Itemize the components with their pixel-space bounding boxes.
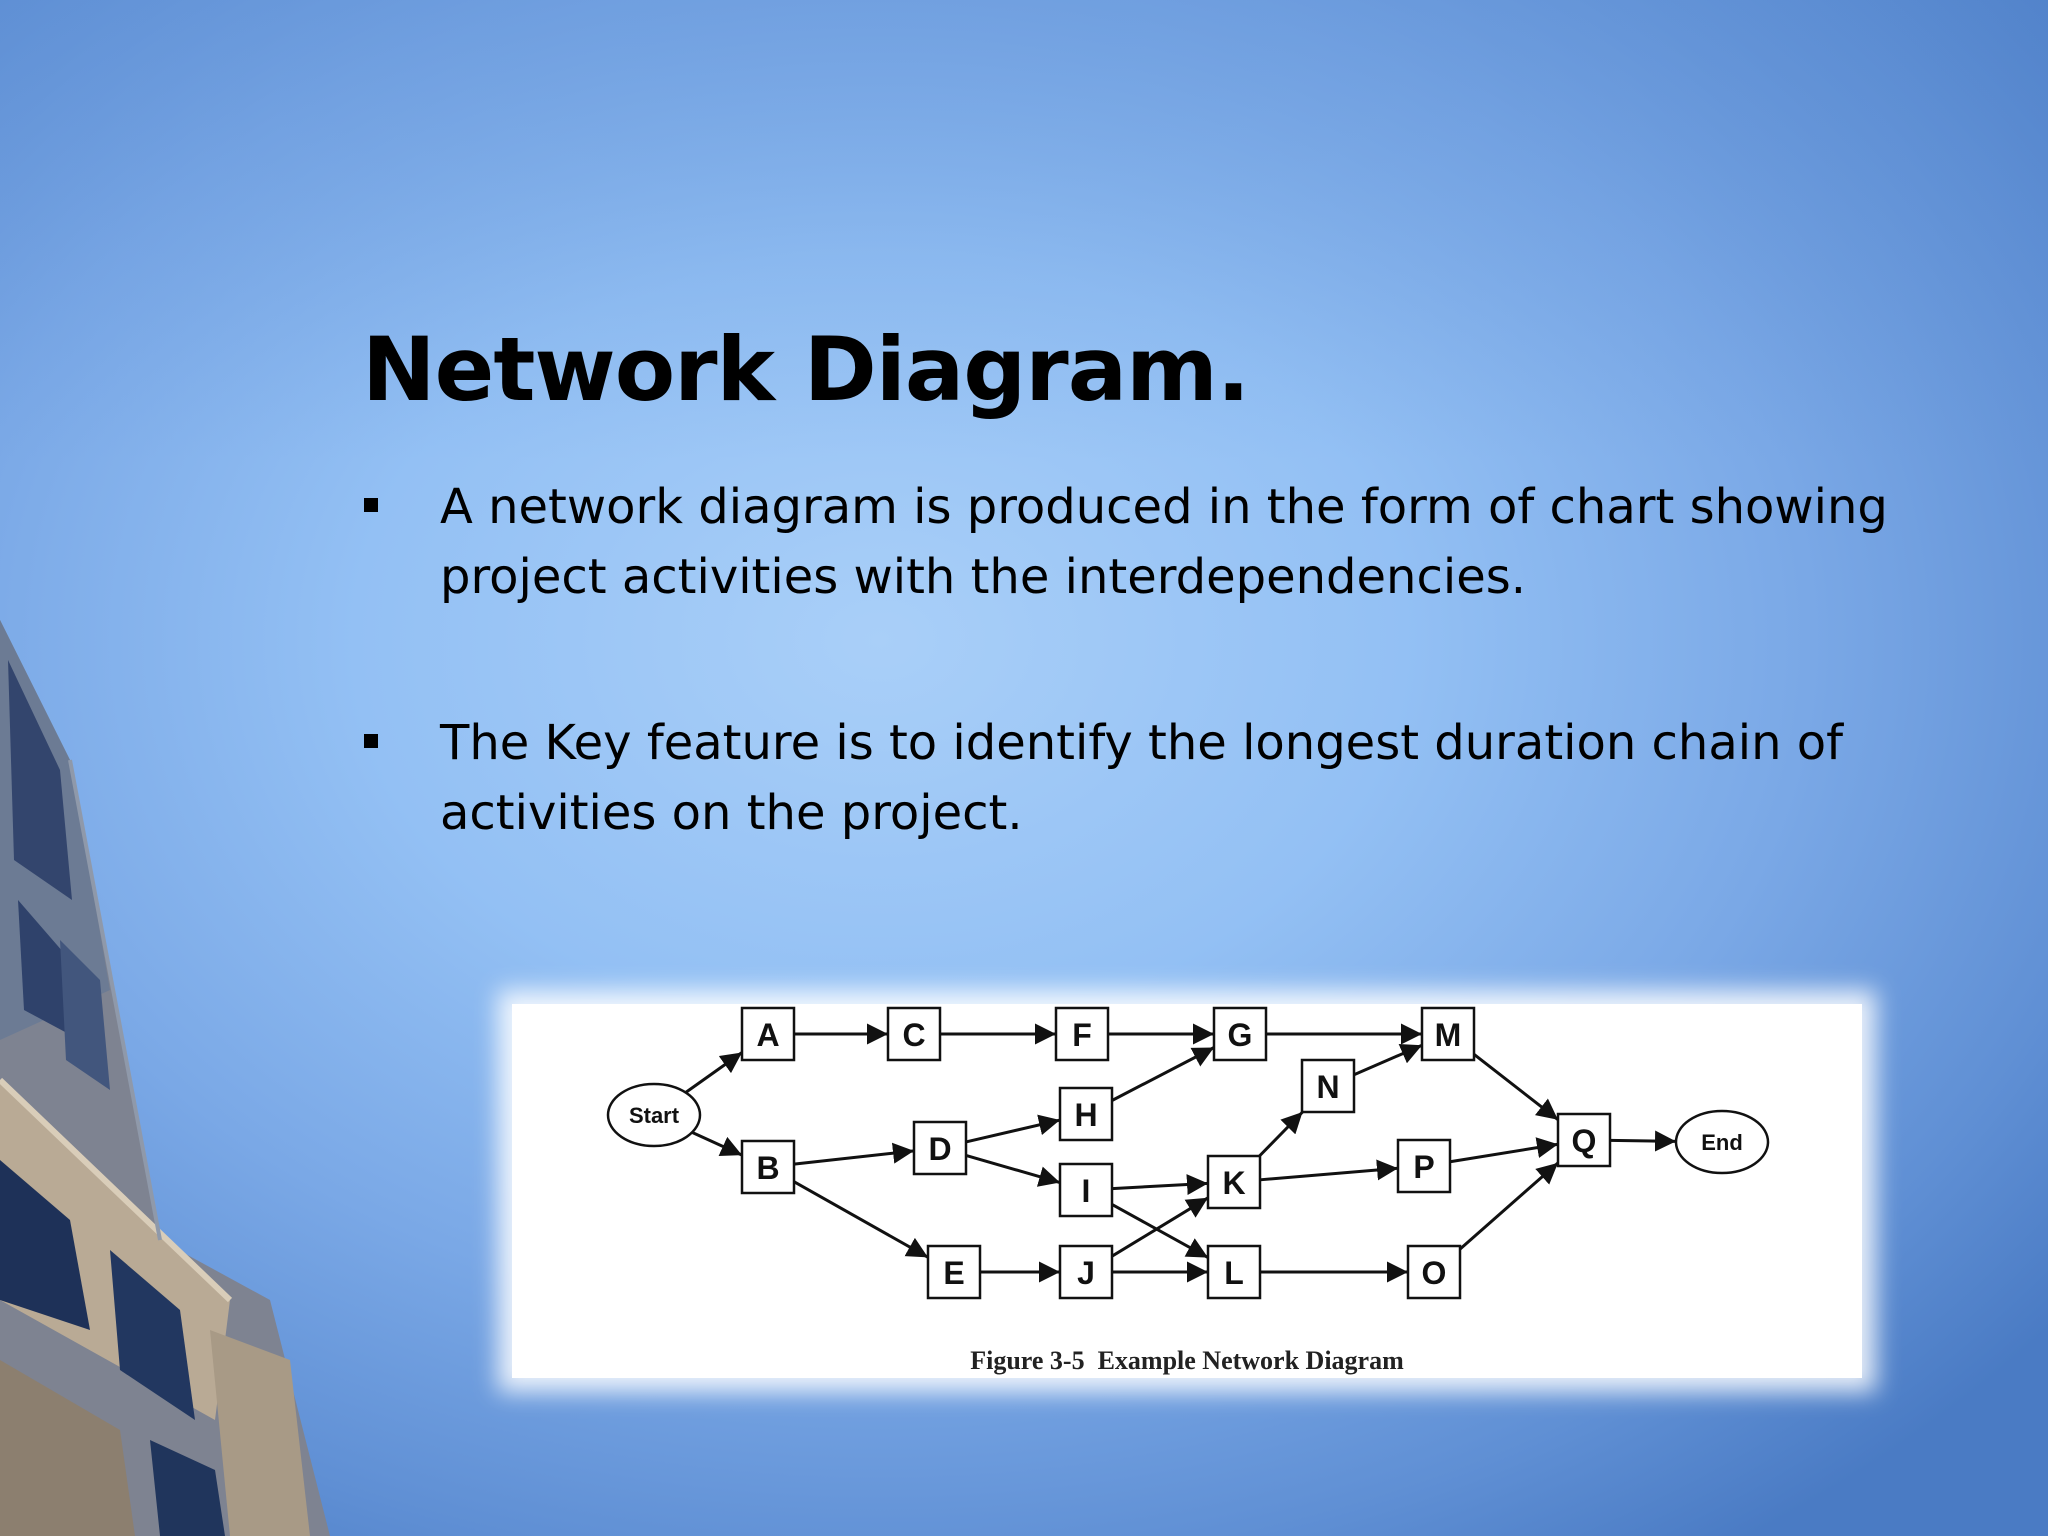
- node-o: O: [1406, 1244, 1462, 1300]
- bullet-text-1: A network diagram is produced in the for…: [440, 479, 1888, 605]
- edge-j-to-k: [1111, 1196, 1209, 1258]
- bullet-item-2: The Key feature is to identify the longe…: [362, 708, 1922, 848]
- node-q: Q: [1556, 1112, 1612, 1168]
- node-label: B: [756, 1150, 779, 1186]
- square-bullet-icon: [364, 498, 378, 512]
- edge-i-to-l: [1111, 1203, 1209, 1259]
- node-shape: [606, 1082, 702, 1148]
- bullet-text-2: The Key feature is to identify the longe…: [440, 715, 1844, 841]
- edge-d-to-i: [965, 1154, 1061, 1187]
- bullet-list: A network diagram is produced in the for…: [362, 472, 1922, 944]
- node-label: D: [928, 1131, 951, 1167]
- diagram-nodes: Start A B C D E F H I J G K L N M P O Q End: [606, 1006, 1770, 1300]
- node-label: I: [1082, 1173, 1091, 1209]
- node-label: M: [1435, 1017, 1462, 1053]
- node-label: C: [902, 1017, 925, 1053]
- node-shape: [926, 1244, 982, 1300]
- node-n: N: [1300, 1058, 1356, 1114]
- node-shape: [1206, 1244, 1262, 1300]
- node-m: M: [1420, 1006, 1476, 1062]
- node-e: E: [926, 1244, 982, 1300]
- node-g: G: [1212, 1006, 1268, 1062]
- network-diagram-figure: Start A B C D E F H I J G K L N M P O Q End Figure 3-5 Exa…: [512, 1004, 1862, 1378]
- node-label: J: [1077, 1255, 1095, 1291]
- bullet-item-1: A network diagram is produced in the for…: [362, 472, 1922, 612]
- edge-m-to-q: [1473, 1053, 1559, 1121]
- node-label: E: [943, 1255, 964, 1291]
- node-shape: [886, 1006, 942, 1062]
- node-label: G: [1228, 1017, 1253, 1053]
- node-h: H: [1058, 1086, 1114, 1142]
- edge-p-to-q: [1449, 1137, 1559, 1164]
- node-shape: [740, 1006, 796, 1062]
- square-bullet-icon: [364, 734, 378, 748]
- edge-q-to-end: [1609, 1130, 1677, 1152]
- node-label: End: [1701, 1130, 1743, 1155]
- diagram-edges: [684, 1023, 1677, 1283]
- edge-i-to-k: [1111, 1174, 1209, 1196]
- node-label: L: [1224, 1255, 1244, 1291]
- node-p: P: [1396, 1138, 1452, 1194]
- node-shape: [1058, 1162, 1114, 1218]
- node-shape: [1674, 1109, 1770, 1175]
- node-shape: [1406, 1244, 1462, 1300]
- node-k: K: [1206, 1154, 1262, 1210]
- edge-o-to-q: [1459, 1161, 1559, 1251]
- node-label: P: [1413, 1149, 1434, 1185]
- edge-start-to-a: [684, 1051, 743, 1094]
- node-shape: [912, 1120, 968, 1176]
- node-label: Start: [629, 1103, 680, 1128]
- node-i: I: [1058, 1162, 1114, 1218]
- edge-k-to-n: [1258, 1110, 1304, 1158]
- node-c: C: [886, 1006, 942, 1062]
- edge-h-to-g: [1111, 1046, 1215, 1102]
- node-shape: [1420, 1006, 1476, 1062]
- node-j: J: [1058, 1244, 1114, 1300]
- edge-d-to-h: [965, 1114, 1061, 1144]
- edge-k-to-p: [1259, 1159, 1399, 1182]
- node-label: O: [1422, 1255, 1447, 1291]
- figure-caption: Figure 3-5 Example Network Diagram: [970, 1346, 1404, 1375]
- node-label: H: [1074, 1097, 1097, 1133]
- node-shape: [1206, 1154, 1262, 1210]
- node-b: B: [740, 1139, 796, 1195]
- edge-b-to-e: [793, 1180, 929, 1259]
- edge-b-to-d: [793, 1142, 915, 1166]
- node-a: A: [740, 1006, 796, 1062]
- node-end: End: [1674, 1109, 1770, 1175]
- node-shape: [1300, 1058, 1356, 1114]
- node-start: Start: [606, 1082, 702, 1148]
- node-label: A: [756, 1017, 779, 1053]
- node-f: F: [1054, 1006, 1110, 1062]
- node-shape: [1396, 1138, 1452, 1194]
- node-label: N: [1316, 1069, 1339, 1105]
- node-l: L: [1206, 1244, 1262, 1300]
- node-shape: [1212, 1006, 1268, 1062]
- edge-start-to-b: [691, 1131, 743, 1157]
- node-shape: [1058, 1244, 1114, 1300]
- node-shape: [1054, 1006, 1110, 1062]
- node-shape: [1058, 1086, 1114, 1142]
- node-label: Q: [1572, 1123, 1597, 1159]
- node-label: K: [1222, 1165, 1245, 1201]
- node-label: F: [1072, 1017, 1092, 1053]
- node-shape: [1556, 1112, 1612, 1168]
- node-d: D: [912, 1120, 968, 1176]
- network-diagram: Start A B C D E F H I J G K L N M P O Q End: [606, 1006, 1770, 1300]
- edge-n-to-m: [1353, 1043, 1423, 1077]
- slide-title: Network Diagram.: [362, 318, 1250, 421]
- node-shape: [740, 1139, 796, 1195]
